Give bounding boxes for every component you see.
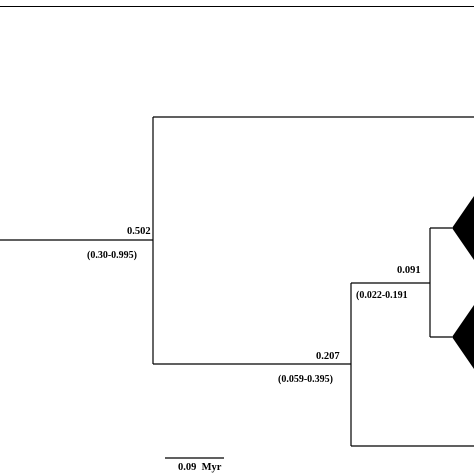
collapsed-clade-b bbox=[452, 305, 474, 369]
scale-bar-label: 0.09 Myr bbox=[178, 462, 222, 473]
node-root-age: 0.502 bbox=[127, 226, 151, 237]
node-inner-age: 0.207 bbox=[316, 351, 340, 362]
node-upper-age: 0.091 bbox=[397, 265, 421, 276]
node-root-ci: (0.30-0.995) bbox=[87, 250, 137, 261]
collapsed-clade-a bbox=[452, 196, 474, 260]
node-upper-ci: (0.022-0.191 bbox=[356, 290, 408, 301]
node-inner-ci: (0.059-0.395) bbox=[278, 374, 333, 385]
